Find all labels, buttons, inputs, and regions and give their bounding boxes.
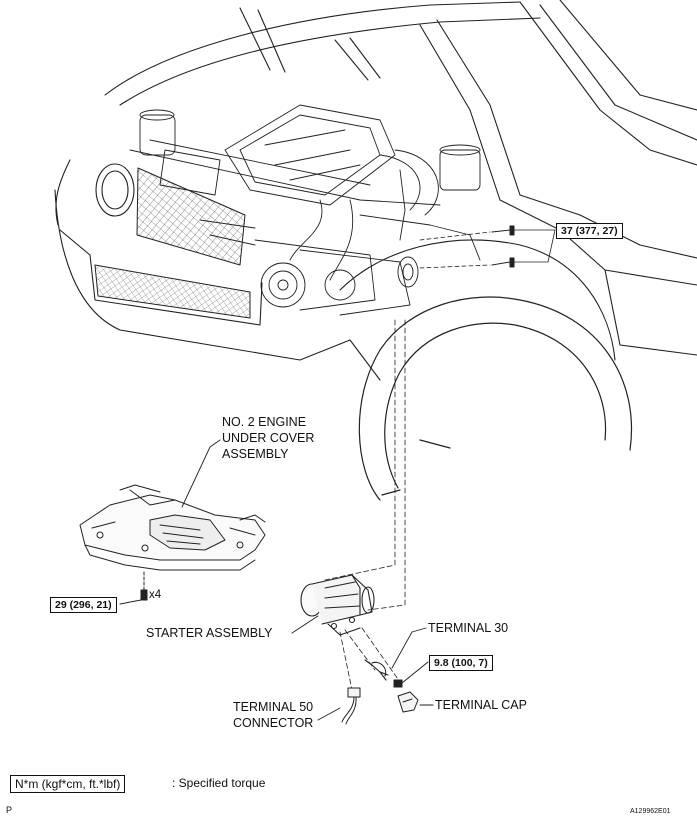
under-cover-bolt bbox=[119, 571, 148, 605]
terminal-cap-label: TERMINAL CAP bbox=[435, 698, 527, 712]
terminal-50-leader bbox=[317, 707, 341, 721]
starter-leader bbox=[291, 615, 319, 634]
cover-leader bbox=[181, 439, 221, 508]
terminal-30-wire bbox=[364, 659, 389, 681]
grille bbox=[136, 167, 246, 266]
front-tire bbox=[358, 296, 633, 501]
bolt-quantity-label: x4 bbox=[149, 589, 162, 601]
terminal-30-leader bbox=[391, 627, 427, 669]
terminal-50-part bbox=[341, 687, 361, 725]
dashed-guides bbox=[324, 319, 406, 691]
terminal-30-label: TERMINAL 30 bbox=[428, 621, 509, 635]
terminal-50-label: TERMINAL 50 CONNECTOR bbox=[233, 700, 314, 730]
under-cover-part bbox=[79, 484, 266, 571]
torque-box-cover-bolts: 29 (296, 21) bbox=[50, 597, 117, 613]
legend-unit-box: N*m (kgf*cm, ft.*lbf) bbox=[10, 775, 126, 793]
bracket-bolts bbox=[491, 225, 515, 268]
starter-label: STARTER ASSEMBLY bbox=[146, 626, 273, 640]
bolt-leaders bbox=[419, 229, 556, 269]
terminal-nut bbox=[393, 661, 429, 688]
torque-box-bracket-bolts: 37 (377, 27) bbox=[556, 223, 623, 239]
torque-box-terminal-nut: 9.8 (100, 7) bbox=[429, 655, 493, 671]
under-cover-label: NO. 2 ENGINE UNDER COVER ASSEMBLY bbox=[222, 415, 315, 461]
figure-id: A129962E01 bbox=[630, 808, 671, 815]
lower-grille bbox=[94, 264, 251, 319]
terminal-cap-part bbox=[397, 691, 419, 713]
starter-part bbox=[300, 574, 375, 636]
page-mark: P bbox=[6, 805, 13, 815]
engine-bay bbox=[129, 104, 481, 316]
legend-description: : Specified torque bbox=[172, 776, 266, 790]
